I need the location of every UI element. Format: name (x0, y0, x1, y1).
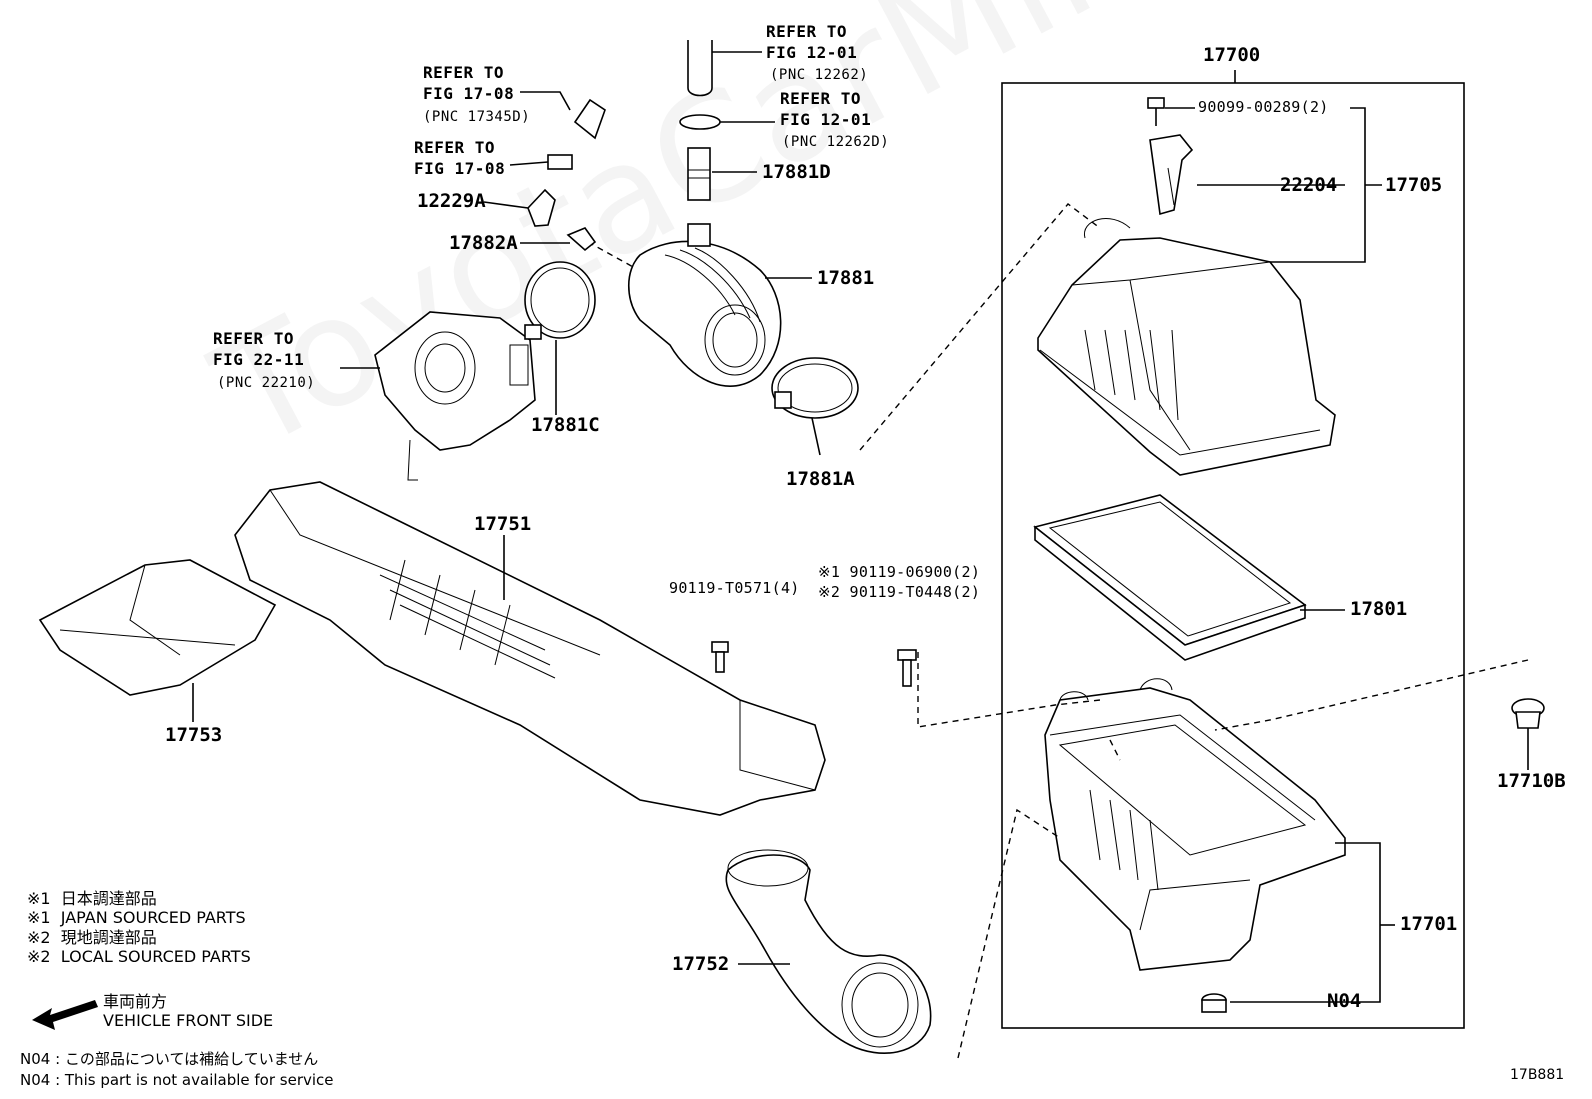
part-12229a: 12229A (417, 190, 486, 212)
vehicle-front-en: VEHICLE FRONT SIDE (103, 1011, 274, 1030)
ref4-line2: FIG 12-01 (780, 110, 872, 129)
ref3-line3: (PNC 12262) (770, 67, 869, 83)
bolt-90119-t0448: ※2 90119-T0448(2) (818, 583, 981, 601)
part-17751: 17751 (474, 513, 532, 535)
n04-note-en: N04 : This part is not available for ser… (20, 1071, 334, 1089)
part-17705: 17705 (1385, 174, 1443, 196)
grommet-n04-icon (1201, 993, 1227, 1013)
bolt-90119-t0571-icon (711, 641, 729, 673)
n04-note-jp: N04 : この部品については補給していません (20, 1050, 319, 1068)
vehicle-front-arrow-icon (32, 1000, 98, 1030)
hose-clamp-icon (547, 154, 573, 170)
ref1-line2: FIG 17-08 (423, 84, 515, 103)
air-duct-17751-icon (234, 481, 826, 816)
diagram-code: 17B881 (1510, 1067, 1565, 1083)
part-17710b: 17710B (1497, 770, 1566, 792)
legend-japan-sourced-en: ※1 JAPAN SOURCED PARTS (27, 908, 246, 927)
ref2-line2: FIG 17-08 (414, 159, 506, 178)
part-17700: 17700 (1203, 44, 1261, 66)
part-17801: 17801 (1350, 598, 1408, 620)
vehicle-front-jp: 車両前方 (103, 992, 168, 1011)
part-17882a: 17882A (449, 232, 518, 254)
part-22204: 22204 (1280, 174, 1338, 196)
assembly-box-17700 (1001, 82, 1465, 1029)
part-17701: 17701 (1400, 913, 1458, 935)
legend-local-sourced-jp: ※2 現地調達部品 (27, 928, 157, 947)
ref5-line3: (PNC 22210) (217, 375, 316, 391)
part-17752: 17752 (672, 953, 730, 975)
o-ring-icon (679, 114, 721, 130)
ref3-line2: FIG 12-01 (766, 43, 858, 62)
air-cleaner-cap-icon (1037, 218, 1336, 476)
bolt-90119-06900: ※1 90119-06900(2) (818, 563, 981, 581)
air-cleaner-case-icon (1044, 678, 1346, 971)
intake-hose-17881-icon (628, 223, 782, 387)
ref3-line1: REFER TO (766, 22, 848, 41)
air-filter-element-icon (1033, 494, 1307, 661)
clip-17882a-icon (566, 227, 597, 252)
legend-japan-sourced-jp: ※1 日本調達部品 (27, 889, 157, 908)
ref1-line1: REFER TO (423, 63, 505, 82)
bolt-90099-icon (1147, 97, 1165, 126)
throttle-body-icon (374, 311, 536, 481)
pipe-12262-icon (687, 40, 713, 97)
part-17881: 17881 (817, 267, 875, 289)
hose-17345d-icon (573, 98, 606, 140)
ref1-line3: (PNC 17345D) (423, 109, 531, 125)
fitting-17881d-icon (687, 147, 711, 201)
part-17881d: 17881D (762, 161, 831, 183)
hose-12229a-icon (527, 188, 556, 227)
part-17753: 17753 (165, 724, 223, 746)
ref5-line1: REFER TO (213, 329, 295, 348)
bolt-90119-06900-icon (897, 649, 917, 687)
clip-17710b-icon (1511, 698, 1545, 770)
bolt-90119-t0571: 90119-T0571(4) (669, 579, 800, 597)
part-n04: N04 (1327, 990, 1362, 1012)
ref2-line1: REFER TO (414, 138, 496, 157)
clamp-17881a-icon (771, 357, 859, 419)
part-90099-00289: 90099-00289(2) (1198, 98, 1329, 116)
air-flow-meter-22204-icon (1149, 134, 1194, 216)
part-17881a: 17881A (786, 468, 855, 490)
intake-elbow-17752-icon (725, 849, 932, 1054)
legend-local-sourced-en: ※2 LOCAL SOURCED PARTS (27, 947, 251, 966)
ref5-line2: FIG 22-11 (213, 350, 305, 369)
clamp-17881c-icon (524, 261, 596, 340)
ref4-line3: (PNC 12262D) (782, 134, 890, 150)
ref4-line1: REFER TO (780, 89, 862, 108)
part-17881c: 17881C (531, 414, 600, 436)
air-duct-17753-icon (38, 559, 277, 696)
